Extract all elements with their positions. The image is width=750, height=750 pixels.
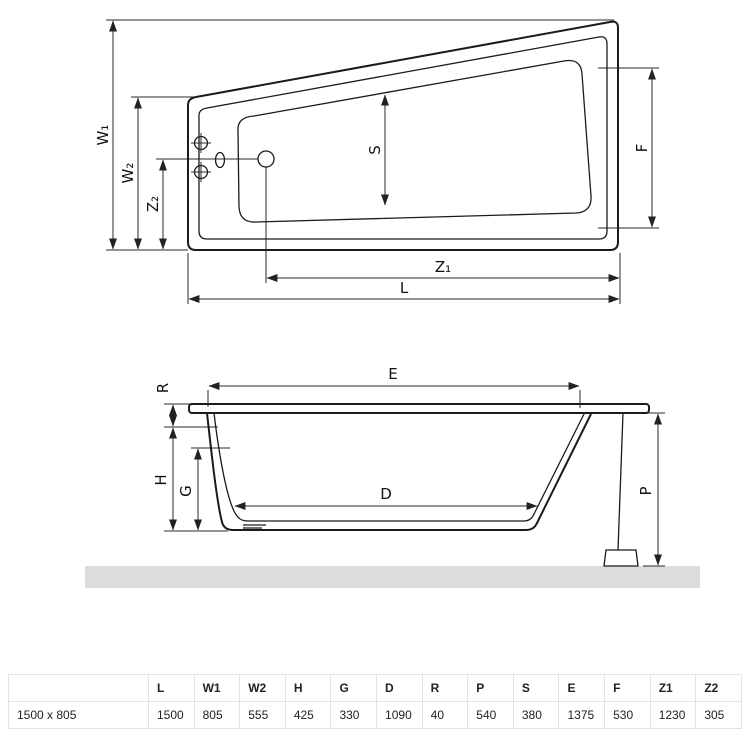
tub-foot	[603, 549, 639, 567]
cell-p: 540	[467, 701, 514, 729]
col-header-z2: Z2	[695, 674, 742, 702]
table-row: 1500 x 805 1500 805 555 425 330 1090 40 …	[8, 701, 742, 729]
col-header-size	[8, 674, 149, 702]
dim-label-d: D	[380, 485, 392, 503]
cell-size: 1500 x 805	[8, 701, 149, 729]
tub-rim-line	[198, 36, 608, 240]
dim-label-h: H	[152, 474, 170, 485]
cell-f: 530	[604, 701, 651, 729]
dim-label-z1: Z₁	[435, 258, 451, 276]
col-header-f: F	[604, 674, 651, 702]
col-header-d: D	[376, 674, 423, 702]
cell-d: 1090	[376, 701, 423, 729]
dim-label-w1: W₁	[94, 125, 112, 146]
col-header-w1: W1	[193, 674, 241, 702]
col-header-s: S	[512, 674, 560, 702]
col-header-w2: W2	[239, 674, 286, 702]
tub-basin-outline	[237, 59, 592, 223]
dim-label-f: F	[633, 144, 651, 153]
col-header-g: G	[330, 674, 378, 702]
cell-h: 425	[284, 701, 332, 729]
side-view: R E H G D P	[85, 365, 700, 588]
cell-w2: 555	[239, 701, 286, 729]
dim-label-p: P	[637, 486, 655, 495]
dim-label-r: R	[154, 383, 172, 393]
overflow-icon	[214, 151, 226, 169]
dimensions-table: L W1 W2 H G D R P S E F Z1 Z2 1500 x 805…	[8, 674, 742, 729]
dim-label-w2: W₂	[119, 163, 137, 184]
col-header-z1: Z1	[649, 674, 697, 702]
table-header-row: L W1 W2 H G D R P S E F Z1 Z2	[8, 674, 742, 702]
col-header-l: L	[148, 674, 195, 702]
dim-label-g: G	[177, 485, 195, 497]
faucet-hole-icon	[191, 133, 211, 153]
cell-e: 1375	[558, 701, 606, 729]
cell-w1: 805	[193, 701, 241, 729]
tub-basin-profile	[213, 412, 585, 522]
cell-z1: 1230	[649, 701, 697, 729]
top-view: W₁ W₂ Z₂ S F Z₁ L	[94, 19, 659, 304]
tub-rim-profile	[188, 403, 650, 414]
col-header-r: R	[421, 674, 469, 702]
floor	[85, 566, 700, 588]
dim-label-z2: Z₂	[144, 196, 162, 212]
drain-icon	[257, 150, 275, 168]
dim-label-l: L	[400, 279, 409, 297]
tub-shell-outline	[206, 412, 592, 531]
technical-drawing: W₁ W₂ Z₂ S F Z₁ L	[85, 19, 700, 588]
cell-l: 1500	[148, 701, 195, 729]
col-header-p: P	[467, 674, 514, 702]
tub-outer-outline	[187, 20, 619, 251]
col-header-h: H	[284, 674, 332, 702]
cell-s: 380	[512, 701, 560, 729]
cell-r: 40	[421, 701, 469, 729]
cell-z2: 305	[695, 701, 742, 729]
dim-label-e: E	[388, 365, 397, 383]
faucet-hole-icon	[191, 162, 211, 182]
dim-label-s: S	[366, 145, 384, 155]
col-header-e: E	[558, 674, 606, 702]
tub-skirt-line	[617, 412, 624, 551]
cell-g: 330	[330, 701, 378, 729]
